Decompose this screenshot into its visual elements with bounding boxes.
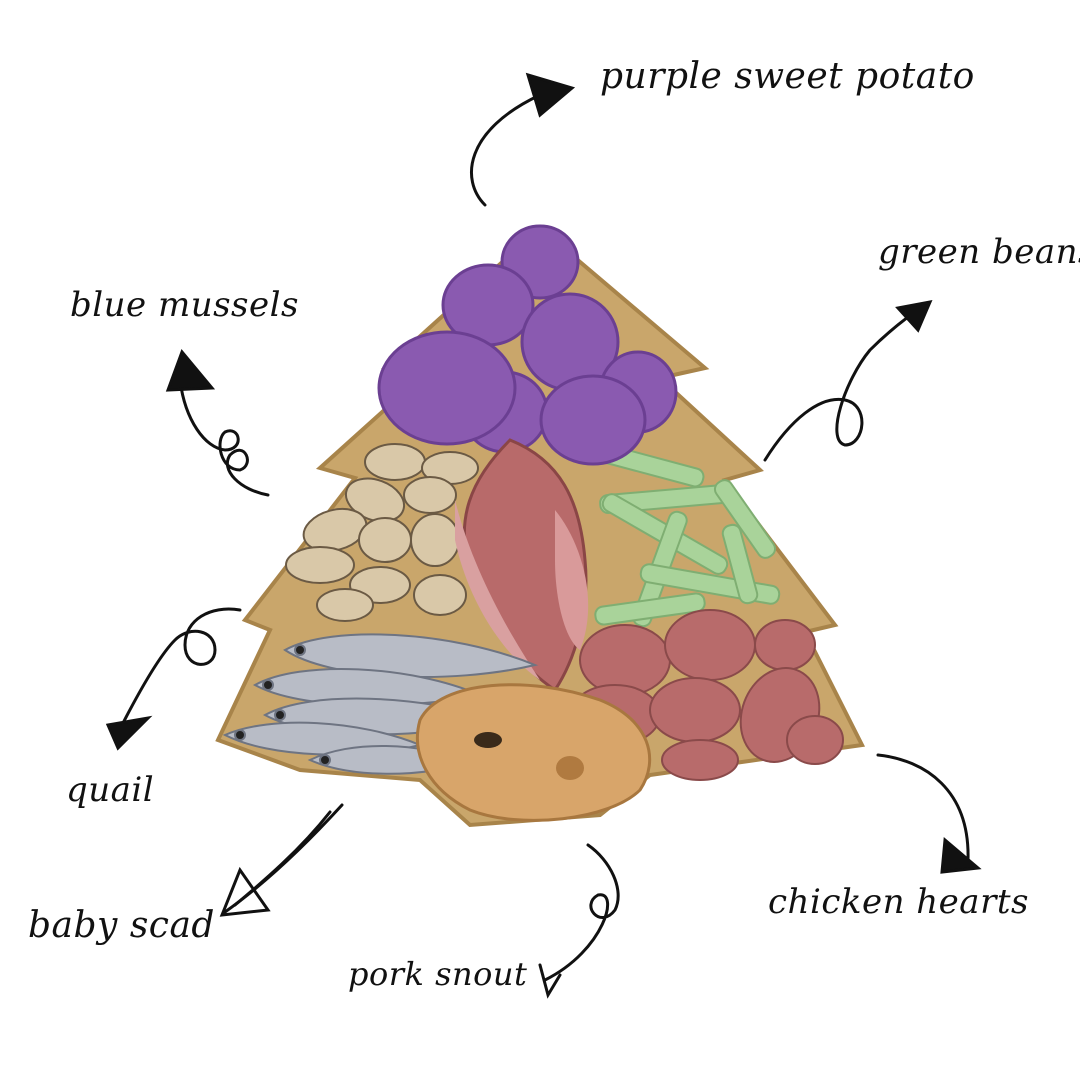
label-blue-mussels: blue mussels <box>70 285 299 325</box>
arrow-purple-sweet-potato <box>470 93 542 207</box>
quail <box>455 438 589 693</box>
label-green-beans: green beans <box>878 232 1080 272</box>
green-beans <box>585 440 781 628</box>
purple-sweet-potato-slices <box>377 224 678 466</box>
pork-snout <box>415 683 652 822</box>
arrow-chicken-hearts <box>876 753 970 862</box>
label-quail: quail <box>66 770 155 810</box>
arrow-blue-mussels <box>178 378 270 497</box>
label-purple-sweet-potato: purple sweet potato <box>600 56 975 97</box>
arrow-pork-snout <box>543 843 620 982</box>
arrow-quail <box>120 607 242 727</box>
annotation-arrows <box>105 72 982 999</box>
label-pork-snout: pork snout <box>348 955 528 993</box>
baby-scad-fish <box>222 633 539 775</box>
label-chicken-hearts: chicken hearts <box>768 882 1029 922</box>
arrow-green-beans <box>763 303 927 462</box>
blue-mussels <box>285 443 479 622</box>
label-baby-scad: baby scad <box>28 905 215 946</box>
